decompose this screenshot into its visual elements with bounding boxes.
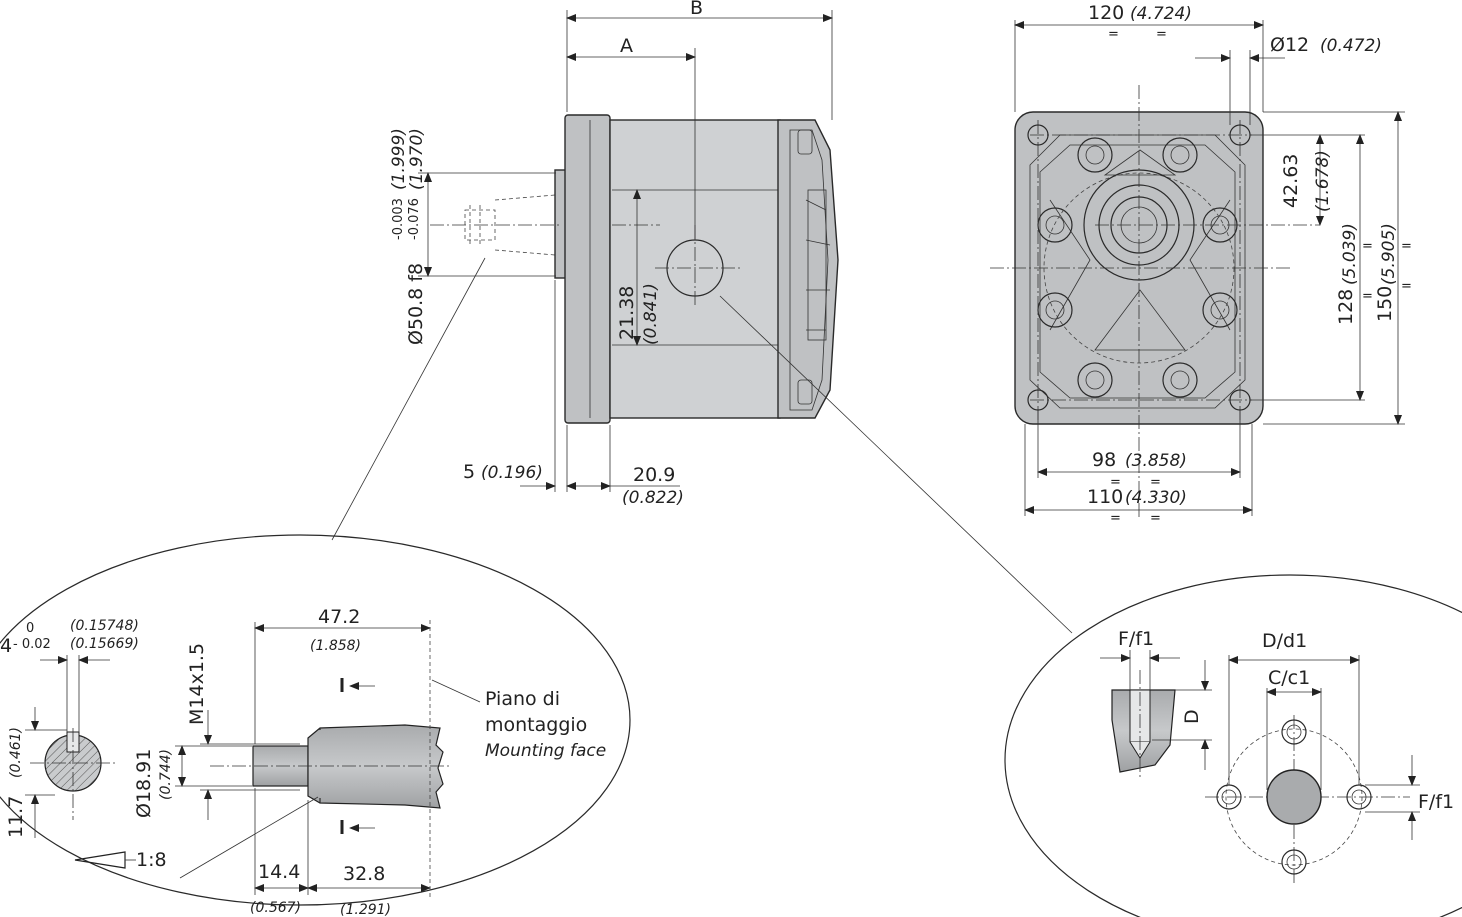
height-150-label: 150 xyxy=(1374,286,1396,322)
key-tol-upper: 0 xyxy=(26,621,34,636)
key-height-label: 11.7 xyxy=(5,796,27,838)
mounting-it-line2: montaggio xyxy=(485,714,587,736)
label-Cc1: C/c1 xyxy=(1268,667,1310,689)
dim-B-label: B xyxy=(690,0,703,19)
width-120-label: 120 xyxy=(1088,2,1124,24)
front-view: 120 (4.724) = = Ø12 (0.472) 42.63 (1.678… xyxy=(990,2,1412,526)
shaft-tol-inch-upper: (1.999) xyxy=(389,128,409,190)
shaft-diameter-label: Ø50.8 f8 xyxy=(405,263,427,345)
len-b-label: 32.8 xyxy=(343,863,385,885)
port-offset-inch: (0.841) xyxy=(641,283,661,345)
flange-to-body-inch: (0.822) xyxy=(622,488,684,508)
port-detail: F/f1 D D/d1 C/c1 F/f1 xyxy=(1004,574,1462,917)
port-detail-frame xyxy=(1004,574,1462,917)
hole-dia-inch: (0.472) xyxy=(1320,36,1382,56)
width-110-label: 110 xyxy=(1087,486,1123,508)
taper-symbol xyxy=(74,851,126,869)
equal-mark-98-a: = xyxy=(1110,475,1121,490)
shaft-profile xyxy=(210,724,450,809)
label-F: F/f1 xyxy=(1118,628,1154,650)
label-D-vertical: D xyxy=(1181,709,1203,724)
key-width-label: 4 xyxy=(0,635,12,657)
equal-mark-150-b: = xyxy=(1401,279,1412,294)
shaft-tol-inch-lower: (1.970) xyxy=(407,128,427,190)
key-tol-inch-lower: (0.15669) xyxy=(70,636,139,652)
port-bore xyxy=(1266,769,1322,825)
shaft-detail-frame xyxy=(0,534,631,906)
dim-A-label: A xyxy=(620,35,633,57)
mounting-it-line1: Piano di xyxy=(485,688,560,710)
equal-mark-98-b: = xyxy=(1150,475,1161,490)
flange-to-body-label: 20.9 xyxy=(633,464,675,486)
leader-to-shaft-detail xyxy=(331,257,486,541)
thread-label: M14x1.5 xyxy=(186,643,208,725)
width-98-label: 98 xyxy=(1092,449,1116,471)
len-a-inch: (0.567) xyxy=(250,900,301,916)
width-110-inch: (4.330) xyxy=(1125,488,1187,508)
leader-to-port-detail xyxy=(719,295,1073,634)
length-total-inch: (1.858) xyxy=(310,638,361,654)
equal-mark-128-a: = xyxy=(1362,239,1373,254)
shaft-tol-lower: -0.076 xyxy=(407,198,422,240)
port-bolt-holes xyxy=(1216,719,1372,875)
port-offset-label: 21.38 xyxy=(616,286,638,340)
offset-42-label: 42.63 xyxy=(1280,154,1302,208)
height-128-label: 128 xyxy=(1335,289,1357,325)
len-b-inch: (1.291) xyxy=(340,902,391,917)
shaft-tol-upper: -0.003 xyxy=(391,198,406,240)
dia-label: Ø18.91 xyxy=(133,749,155,818)
equal-mark-110-b: = xyxy=(1150,511,1161,526)
flange-thickness-inch: (0.196) xyxy=(481,463,543,483)
equal-mark-110-a: = xyxy=(1110,511,1121,526)
length-total-label: 47.2 xyxy=(318,606,360,628)
side-view: B A Ø50.8 f8 -0.003 -0.076 (1.999) (1.97… xyxy=(331,0,1073,634)
shaft-detail: 4 0 - 0.02 (0.15748) (0.15669) (0.461) 1… xyxy=(0,534,631,917)
height-128-inch: (5.039) xyxy=(1340,223,1360,285)
taper-label: 1:8 xyxy=(136,849,167,871)
equal-mark-top-a: = xyxy=(1108,27,1119,42)
shaft-hidden-outline xyxy=(464,194,556,256)
dia-inch: (0.744) xyxy=(158,749,174,800)
key-depth-inch: (0.461) xyxy=(8,727,24,778)
width-120-inch: (4.724) xyxy=(1130,4,1192,24)
height-150-inch: (5.905) xyxy=(1379,223,1399,285)
mounting-flange xyxy=(564,114,611,424)
hole-dia-label: Ø12 xyxy=(1270,34,1309,56)
flange-thickness-label: 5 xyxy=(463,461,475,483)
equal-mark-128-b: = xyxy=(1362,289,1373,304)
len-a-label: 14.4 xyxy=(258,861,300,883)
offset-42-inch: (1.678) xyxy=(1313,150,1333,212)
key-tol-inch-upper: (0.15748) xyxy=(70,618,139,634)
label-F-right: F/f1 xyxy=(1418,791,1454,813)
key-tol-lower: - 0.02 xyxy=(13,637,51,652)
equal-mark-150-a: = xyxy=(1401,239,1412,254)
width-98-inch: (3.858) xyxy=(1125,451,1187,471)
mounting-en-label: Mounting face xyxy=(485,741,606,761)
equal-mark-top-b: = xyxy=(1156,27,1167,42)
label-Dd1: D/d1 xyxy=(1262,630,1307,652)
